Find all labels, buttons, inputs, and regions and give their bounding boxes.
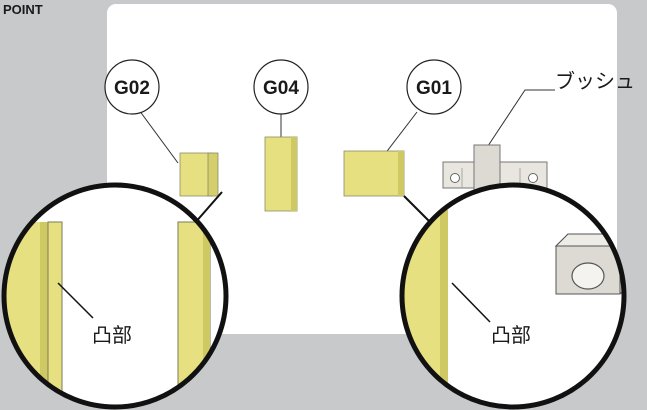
- callout-g01-label: G01: [416, 78, 452, 99]
- point-label: POINT: [3, 2, 43, 17]
- callout-g02-label: G02: [114, 78, 150, 99]
- callout-g01: G01: [406, 59, 462, 115]
- left-protrusion-leader: [57, 282, 94, 319]
- bush-leader: [479, 89, 555, 159]
- right-protrusion-leader: [451, 282, 491, 323]
- callout-g04-label: G04: [263, 78, 299, 99]
- right-protrusion-label: 凸部: [491, 323, 531, 347]
- callout-g02: G02: [104, 59, 160, 115]
- part-g01: [343, 150, 405, 197]
- part-g04: [264, 136, 298, 212]
- left-magnifier: [1, 182, 229, 410]
- left-protrusion-label: 凸部: [92, 323, 132, 347]
- g02-leader: [138, 109, 179, 164]
- right-magnifier: [399, 182, 627, 410]
- bush-label: ブッシュ: [555, 69, 635, 93]
- callout-g04: G04: [253, 59, 309, 115]
- bush-assembly: [442, 144, 548, 204]
- part-g02: [179, 152, 219, 197]
